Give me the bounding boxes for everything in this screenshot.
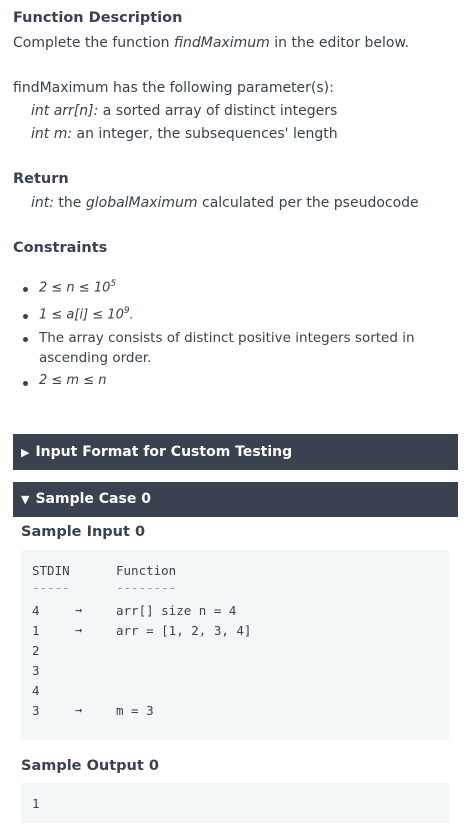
constraint-n-text: 2 ≤ n ≤ 10 [39,280,111,296]
stdin-row: 1 [32,623,40,638]
constraint-a-text: 1 ≤ a[i] ≤ 10 [39,307,124,323]
bullet-icon [23,381,28,386]
function-row: arr[] size n = 4 [116,603,237,618]
return-heading: Return [13,171,69,187]
triangle-down-icon: ▼ [21,493,30,506]
stdin-rule: ----- [32,580,70,595]
function-row: arr = [1, 2, 3, 4] [116,623,252,638]
return-post: calculated per the pseudocode [197,195,419,211]
param-m-sig: int m: [31,126,73,142]
constraint-a-sup: 9 [123,306,130,316]
stdin-row: 4 [32,603,40,618]
function-description-text: Complete the function findMaximum in the… [13,35,409,51]
desc-pre: Complete the function [13,35,174,51]
bullet-icon [23,287,28,292]
function-name: findMaximum [174,35,270,51]
stdin-row: 2 [32,643,40,658]
return-type: int: [31,195,54,211]
sample-case-label: Sample Case 0 [35,491,151,507]
sample-case-toggle[interactable]: ▼ Sample Case 0 [13,482,458,517]
stdin-header: STDIN [32,563,70,578]
function-row: m = 3 [116,703,154,718]
triangle-right-icon: ▶ [21,446,30,459]
constraint-array-line1: The array consists of distinct positive … [39,330,415,346]
param-arr-sig: int arr[n]: [31,103,99,119]
constraint-a: 1 ≤ a[i] ≤ 109. [39,306,134,322]
stdin-row: 3 [32,703,40,718]
function-rule: -------- [116,580,177,595]
sample-input-block [21,550,449,740]
constraint-array-line2: ascending order. [39,350,152,366]
param-arr-desc: a sorted array of distinct integers [98,103,338,119]
constraints-heading: Constraints [13,240,108,256]
return-var: globalMaximum [85,195,198,211]
arrow-right-icon: → [75,603,83,617]
input-format-toggle[interactable]: ▶ Input Format for Custom Testing [13,434,458,470]
return-pre: the [53,195,86,211]
sample-output-value: 1 [32,796,40,811]
params-intro: findMaximum has the following parameter(… [13,80,334,96]
stdin-row: 4 [32,683,40,698]
param-arr: int arr[n]: a sorted array of distinct i… [31,103,337,119]
constraint-m: 2 ≤ m ≤ n [39,373,107,388]
constraint-a-tail: . [129,307,134,323]
arrow-right-icon: → [75,703,83,717]
function-header: Function [116,563,177,578]
constraint-n-sup: 5 [110,279,117,289]
bullet-icon [23,337,28,342]
sample-output-label: Sample Output 0 [21,758,159,774]
function-description-heading: Function Description [13,10,183,26]
bullet-icon [23,314,28,319]
constraint-n: 2 ≤ n ≤ 105 [39,279,116,295]
arrow-right-icon: → [75,623,83,637]
sample-output-block [21,783,449,823]
return-text: int: the globalMaximum calculated per th… [31,195,419,211]
desc-post: in the editor below. [269,35,410,51]
stdin-row: 3 [32,663,40,678]
sample-input-label: Sample Input 0 [21,524,146,540]
param-m-desc: an integer, the subsequences' length [72,126,338,142]
input-format-label: Input Format for Custom Testing [35,444,293,460]
param-m: int m: an integer, the subsequences' len… [31,126,338,142]
